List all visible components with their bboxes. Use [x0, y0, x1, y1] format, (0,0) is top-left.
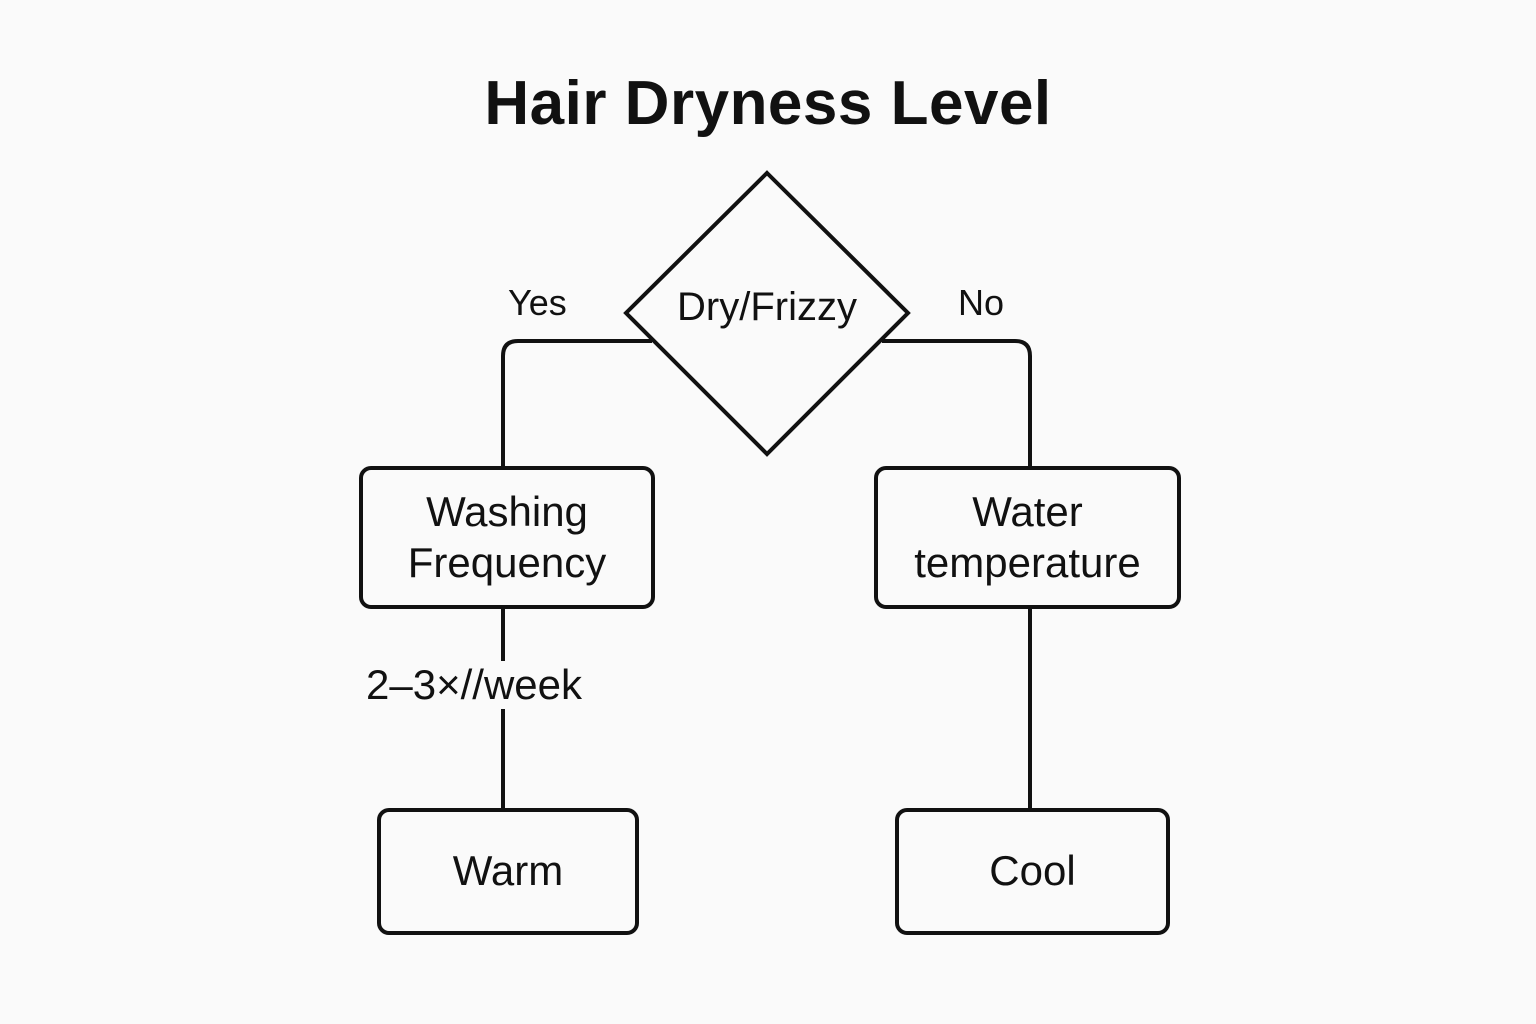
water-temperature-box: Water temperature [874, 466, 1181, 609]
cool-box: Cool [895, 808, 1170, 935]
yes-branch-connector [501, 339, 652, 466]
no-label: No [958, 282, 1005, 323]
diagram-title: Hair Dryness Level [484, 69, 1052, 138]
warm-box: Warm [377, 808, 639, 935]
water-temperature-text: Water temperature [914, 488, 1141, 586]
decision-label: Dry/Frizzy [677, 285, 857, 329]
washing-frequency-box: Washing Frequency [359, 466, 655, 609]
cool-text: Cool [989, 847, 1076, 895]
warm-text: Warm [452, 847, 564, 895]
no-branch-connector [882, 339, 1032, 466]
decision-diamond [623, 170, 911, 457]
washing-frequency-text: Washing Frequency [407, 488, 607, 586]
yes-label: Yes [508, 282, 567, 323]
frequency-edge-label: 2–3×//week [364, 661, 584, 709]
